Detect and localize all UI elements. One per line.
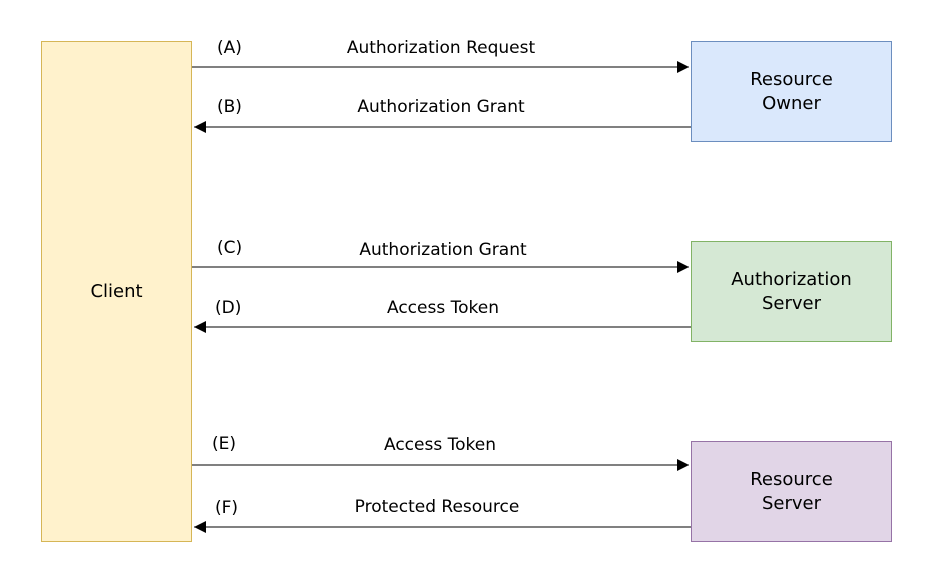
authorization-server-node: Authorization Server bbox=[691, 241, 892, 342]
step-label-a: (A) bbox=[217, 38, 242, 58]
step-label-c: (C) bbox=[217, 238, 243, 258]
step-label-f: (F) bbox=[215, 498, 239, 518]
message-label-b: Authorization Grant bbox=[357, 97, 525, 117]
message-label-c: Authorization Grant bbox=[359, 240, 527, 260]
message-label-f: Protected Resource bbox=[354, 497, 520, 517]
client-node: Client bbox=[41, 41, 192, 542]
resource-owner-node: Resource Owner bbox=[691, 41, 892, 142]
step-label-d: (D) bbox=[215, 298, 242, 318]
message-label-d: Access Token bbox=[387, 298, 499, 318]
step-label-b: (B) bbox=[217, 97, 242, 117]
step-label-e: (E) bbox=[212, 434, 237, 454]
message-label-a: Authorization Request bbox=[346, 38, 536, 58]
message-label-e: Access Token bbox=[384, 435, 496, 455]
resource-server-node: Resource Server bbox=[691, 441, 892, 542]
